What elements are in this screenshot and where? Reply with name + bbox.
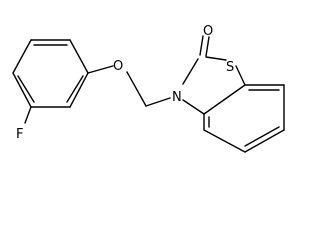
- thiazolone-ring: [182, 56, 246, 115]
- bond-c-f: [24, 106, 32, 124]
- double-bond-line: [244, 126, 280, 147]
- ring-sulfur-atom-label: S: [226, 60, 234, 75]
- bond-s-c7a: [235, 65, 246, 86]
- bond: [12, 39, 32, 74]
- molecule-structure: F O N O S: [12, 24, 285, 153]
- double-bond-line: [17, 75, 35, 103]
- fluorophenyl-ring: [12, 39, 89, 108]
- structure-canvas: F O N O S: [12, 24, 285, 153]
- bond: [69, 39, 89, 74]
- bond-carbonyl-double: [205, 36, 210, 57]
- bond-c2-s: [205, 56, 227, 61]
- double-bond-line: [66, 75, 84, 103]
- ring-nitrogen-atom-label: N: [172, 90, 182, 105]
- benzo-ring: [203, 84, 285, 153]
- bond-fusion: [203, 84, 246, 115]
- carbonyl-oxygen-atom-label: O: [203, 24, 213, 39]
- bond-n-c2: [182, 58, 199, 85]
- bond-ch2-n: [145, 97, 171, 107]
- ether-oxygen-atom-label: O: [113, 59, 123, 74]
- bond: [244, 129, 285, 153]
- bond: [203, 129, 246, 153]
- bond: [69, 72, 89, 108]
- bond-carbonyl: [199, 35, 204, 56]
- bond-n-c3a: [182, 99, 205, 115]
- fluorine-atom-label: F: [16, 127, 23, 142]
- bond: [12, 72, 32, 108]
- bond-c-o: [87, 65, 114, 74]
- bond-o-ch2: [126, 71, 147, 107]
